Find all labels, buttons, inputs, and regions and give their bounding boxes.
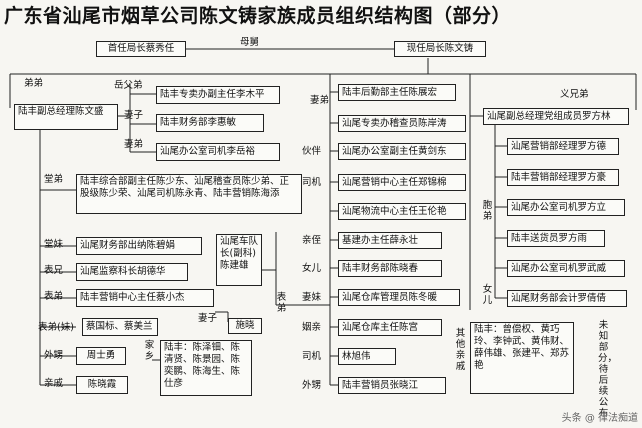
right-box-1: 陆丰营销部经理罗方豪 <box>507 169 619 186</box>
cousin-bro2-box: 汕尾监察科长胡德华 <box>76 263 188 281</box>
current-director-box: 现任局长陈文铸 <box>394 41 486 57</box>
cousin-sister-box: 汕尾财务部出纳陈碧娟 <box>76 237 202 255</box>
nephew-label: 外甥 <box>44 350 64 361</box>
relative-box: 陈晓霞 <box>76 376 128 394</box>
other-relatives-box: 陆丰：曾偿权、黄巧玲、李钟武、黄伟财、薛伟雄、张建平、郑苏艳 <box>470 322 574 394</box>
nephew-right-label: 胞弟 <box>482 200 493 222</box>
middle-box-5: 基建办主任薛永壮 <box>338 232 442 249</box>
right-relation-label: 义兄弟 <box>560 89 589 100</box>
middle-label-7: 妻妹 <box>302 292 322 303</box>
middle-label-5: 亲侄 <box>302 235 322 246</box>
right-box-0: 汕尾营销部经理罗方德 <box>507 138 619 155</box>
family-box: 陆丰：陈泽钿、陈清贤、陈景园、陈奕鹏、陈海生、陈仕彦 <box>160 340 252 396</box>
sister-box: 蔡国标、蔡美兰 <box>82 318 158 336</box>
middle-label-0: 妻弟 <box>310 95 330 106</box>
middle-box-9: 林旭伟 <box>338 348 396 365</box>
middle-box-7: 汕尾仓库管理员陈冬暖 <box>338 289 460 306</box>
wife-box: 陆丰财务部李惠敏 <box>156 114 264 132</box>
cousin-label: 堂弟 <box>44 174 64 185</box>
middle-box-0: 陆丰后勤部主任陈展宏 <box>338 84 456 101</box>
father-in-law-box: 陆丰专卖办副主任李木平 <box>156 86 280 104</box>
middle-label-2: 伙伴 <box>302 146 322 157</box>
middle-box-8: 汕尾仓库主任陈宫 <box>338 319 442 336</box>
middle-box-1: 汕尾专卖办稽查员陈岸涛 <box>338 115 466 132</box>
cousin-bro3-label: 表弟 <box>44 291 64 302</box>
other-relatives-label: 其他亲戚 <box>455 328 466 372</box>
middle-label-8: 姻亲 <box>302 322 322 333</box>
family-label: 家乡 <box>144 340 155 362</box>
brother-label: 弟弟 <box>24 78 44 89</box>
relation-label: 母舅 <box>240 37 260 48</box>
unknown-label: 未知部分，待后续公布 <box>598 320 618 419</box>
watermark-note: 头条 @ 律法痴道 <box>561 413 638 424</box>
wife-brother-label: 妻弟 <box>124 139 144 150</box>
middle-label-3: 司机 <box>302 177 322 188</box>
wife2-box: 施晓 <box>228 318 262 334</box>
middle-label-9: 司机 <box>302 351 322 362</box>
middle-box-10: 陆丰营销员张晓江 <box>338 377 446 394</box>
wife-brother-box: 汕尾办公室司机李岳裕 <box>156 143 280 161</box>
middle-box-4: 汕尾物流中心主任王伦艳 <box>338 203 466 220</box>
page-title: 广东省汕尾市烟草公司陈文铸家族成员组织结构图（部分） <box>4 5 512 27</box>
cousin-bro2-label: 表兄 <box>44 265 64 276</box>
party-box: 汕尾副总经理党组成员罗方林 <box>483 108 629 125</box>
wife-label: 妻子 <box>124 110 144 121</box>
cousin-sister-label: 堂妹 <box>44 239 64 250</box>
cousin-bro3-box: 陆丰营销中心主任蔡小杰 <box>76 289 214 307</box>
right-box-2: 汕尾办公室司机罗方立 <box>507 199 625 216</box>
fleet-box: 汕尾车队长(副科)陈建雄 <box>216 234 262 286</box>
brother-box: 陆丰副总经理陈文盛 <box>14 104 118 130</box>
right-box-4: 汕尾办公室司机罗武威 <box>507 260 625 277</box>
fleet-label: 表弟 <box>276 292 287 314</box>
father-in-law-label: 岳父弟 <box>114 80 143 91</box>
right-box-3: 陆丰送货员罗方雨 <box>507 230 605 247</box>
middle-label-10: 外甥 <box>302 380 322 391</box>
right-box-5: 汕尾财务部会计罗倩倩 <box>507 290 627 307</box>
nephew-box: 周士勇 <box>76 347 126 365</box>
cousin-box: 陆丰综合部副主任陈少东、汕尾稽查员陈少弟、正股级陈少荣、汕尾司机陈永青、陆丰营销… <box>76 174 302 214</box>
middle-box-6: 陆丰财务部陈晓春 <box>338 260 442 277</box>
relative-label: 亲戚 <box>44 378 64 389</box>
middle-box-2: 汕尾办公室副主任黄剑东 <box>338 143 466 160</box>
wife2-label: 妻子 <box>198 313 218 324</box>
former-director-box: 首任局长蔡秀任 <box>96 41 186 57</box>
daughter-right-label: 女儿 <box>482 284 493 306</box>
sister-label: 表弟(妹) <box>38 322 74 333</box>
middle-label-6: 女儿 <box>302 263 322 274</box>
middle-box-3: 汕尾营销中心主任郑锦棉 <box>338 174 466 191</box>
